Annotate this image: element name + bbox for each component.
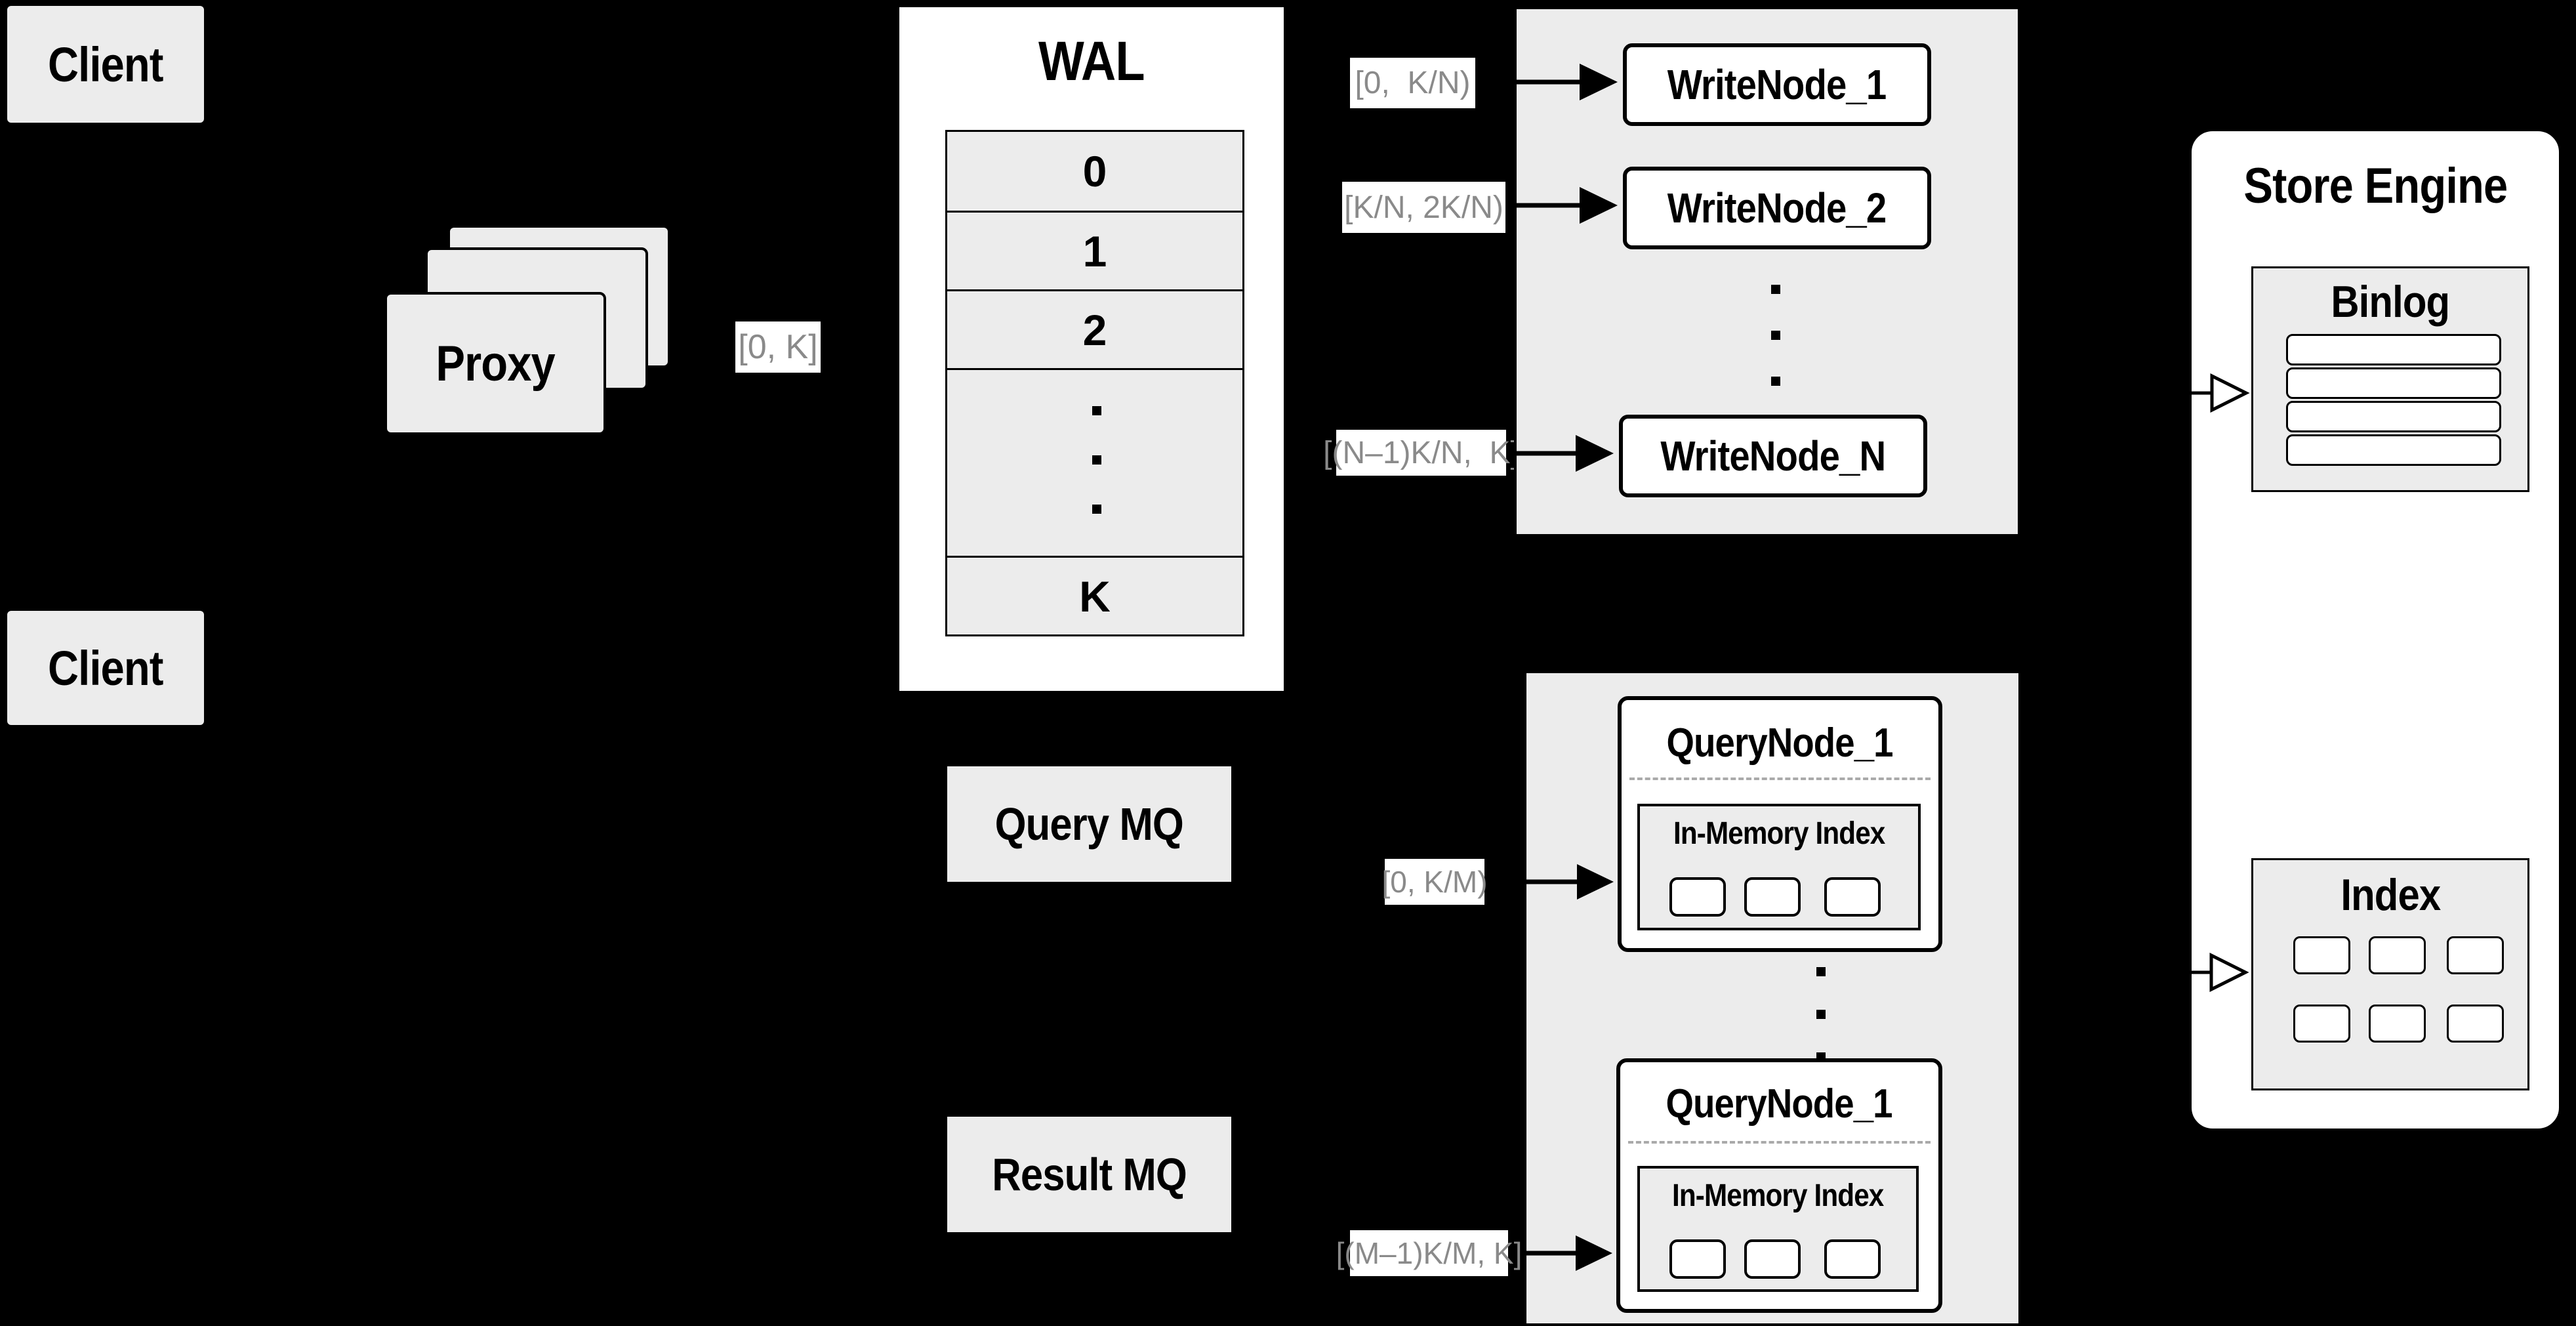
client-top-label: Client [48,37,163,92]
range-label-write-n: [(N–1)K/N, K] [1323,430,1519,476]
index-cell [2447,936,2504,974]
querynode-2-title-wrap: QueryNode_1 [1620,1081,1938,1127]
query-mq-box: Query MQ [946,765,1233,883]
binlog-rows [2286,334,2501,468]
query-mq-label: Query MQ [994,798,1184,850]
index-cell [2293,936,2350,974]
segment-cell [1669,877,1726,917]
store-engine-title: Store Engine [2243,158,2508,214]
index-cell [2369,936,2426,974]
index-title-wrap: Index [2253,869,2527,921]
store-engine-box: Store Engine Binlog Index [2189,129,2562,1131]
writenode-2-box: WriteNode_2 [1623,167,1931,249]
arrow-writenode-2 [1517,187,1618,224]
writenode-1-label: WriteNode_1 [1667,61,1887,108]
result-mq-label: Result MQ [992,1149,1187,1200]
querynode-panel: QueryNode_1 In-Memory Index QueryNode_1 [1524,671,2021,1326]
ellipsis-dot [1771,377,1780,386]
wal-row-1: 1 [947,211,1242,289]
wal-table: 0 1 2 K [945,130,1244,636]
in-memory-index-1-title: In-Memory Index [1673,816,1885,851]
querynode-1-title-wrap: QueryNode_1 [1622,720,1938,766]
wal-box: WAL 0 1 2 K [897,5,1286,693]
client-box-bottom: Client [6,610,205,726]
ellipsis-dot [1092,505,1101,514]
segment-cell [1824,877,1881,917]
client-bottom-label: Client [48,640,163,695]
writenode-n-box: WriteNode_N [1619,415,1927,497]
ellipsis-dot [1092,455,1101,465]
ellipsis-dot [1816,1010,1826,1019]
arrow-writenode-1 [1517,64,1618,100]
proxy-card-front: Proxy [384,292,606,435]
arrow-querynode-1 [1526,864,1614,900]
wal-title: WAL [1038,30,1145,92]
wal-row-k: K [947,556,1242,634]
index-cell [2293,1005,2350,1043]
index-cell [2369,1005,2426,1043]
binlog-row [2286,434,2501,466]
range-label-proxy-wal: [0, K] [735,321,821,373]
range-label-query-m: [(M–1)K/M, K] [1336,1230,1522,1276]
binlog-title: Binlog [2331,277,2451,327]
in-memory-index-2: In-Memory Index [1637,1166,1919,1292]
wal-row-ellipsis [947,368,1242,556]
binlog-row [2286,334,2501,365]
querynode-1-box: QueryNode_1 In-Memory Index [1618,696,1942,952]
querynode-2-box: QueryNode_1 In-Memory Index [1616,1058,1942,1313]
arrow-querynode-2 [1526,1235,1612,1271]
result-mq-box: Result MQ [946,1115,1233,1233]
binlog-title-wrap: Binlog [2253,276,2527,327]
dashed-divider [1628,1141,1931,1144]
range-label-write-1: [0, K/N) [1350,58,1475,108]
in-memory-index-2-title-wrap: In-Memory Index [1640,1178,1916,1214]
store-engine-title-wrap: Store Engine [2192,157,2559,215]
ellipsis-dot [1771,331,1780,340]
in-memory-index-2-title: In-Memory Index [1672,1178,1884,1213]
segment-cell [1824,1239,1881,1279]
wal-row-0: 0 [947,132,1242,211]
index-cell [2447,1005,2504,1043]
arrow-index [2190,952,2249,993]
writenode-2-label: WriteNode_2 [1667,184,1887,232]
wal-title-wrap: WAL [899,30,1284,93]
in-memory-index-1: In-Memory Index [1637,804,1921,930]
binlog-box: Binlog [2251,266,2529,492]
arrow-binlog [2190,373,2250,413]
binlog-row [2286,367,2501,399]
binlog-row [2286,401,2501,432]
segment-cell [1744,1239,1801,1279]
range-label-write-2: [K/N, 2K/N) [1342,182,1505,233]
ellipsis-dot [1771,285,1780,294]
segment-cell [1669,1239,1726,1279]
wal-row-2: 2 [947,289,1242,368]
range-label-query-1: [0, K/M) [1381,859,1488,905]
dashed-divider [1629,777,1931,780]
writenode-n-label: WriteNode_N [1660,432,1887,480]
querynode-2-title: QueryNode_1 [1666,1081,1893,1127]
writenode-1-box: WriteNode_1 [1623,43,1931,126]
index-title: Index [2341,870,2441,920]
arrow-writenode-n [1517,435,1614,472]
ellipsis-dot [1092,406,1101,415]
proxy-label: Proxy [436,335,555,392]
index-box: Index [2251,858,2529,1090]
querynode-1-title: QueryNode_1 [1666,720,1894,766]
in-memory-index-1-title-wrap: In-Memory Index [1640,816,1918,852]
ellipsis-dot [1816,967,1826,976]
client-box-top: Client [6,5,205,124]
segment-cell [1744,877,1801,917]
